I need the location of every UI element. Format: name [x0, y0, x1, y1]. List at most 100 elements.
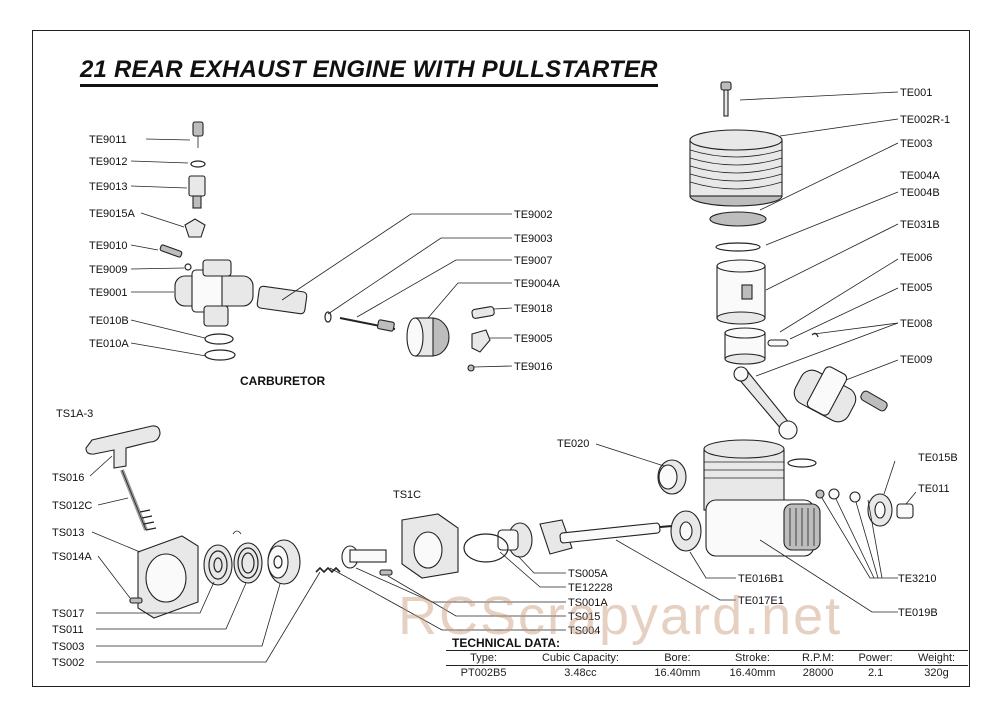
- label-ts011: TS011: [52, 624, 84, 636]
- label-ts014a: TS014A: [52, 551, 92, 563]
- cooling-head-shape: [689, 129, 783, 207]
- arm-pin-shape: [471, 306, 495, 319]
- starter-housing-shape: [137, 535, 199, 619]
- one-way-shaft-shape: [349, 549, 387, 563]
- label-ts003: TS003: [52, 641, 84, 653]
- label-te9018: TE9018: [514, 303, 553, 315]
- label-ts001a: TS001A: [568, 597, 608, 609]
- value-bore: 16.40mm: [639, 665, 715, 680]
- throttle-arm-shape: [471, 329, 491, 353]
- value-rpm: 28000: [790, 665, 847, 680]
- header-bore: Bore:: [639, 650, 715, 666]
- head-bolt-head-shape: [720, 81, 732, 91]
- needle-holder-shape: [188, 175, 206, 197]
- washer-shape-a: [828, 488, 840, 500]
- label-ts1a-3: TS1A-3: [56, 408, 93, 420]
- drive-washer-shape: [896, 503, 914, 519]
- rope-pulley-shape: [267, 539, 301, 585]
- engine-bottom-parts: [315, 439, 914, 579]
- header-power: Power:: [846, 650, 906, 666]
- label-te017e1: TE017E1: [738, 595, 784, 607]
- label-te003: TE003: [900, 138, 932, 150]
- starter-oring-shape: [463, 533, 509, 563]
- label-te9012: TE9012: [89, 156, 128, 168]
- label-te9010: TE9010: [89, 240, 128, 252]
- head-gasket-shape: [715, 242, 761, 252]
- housing-screw-shape: [129, 597, 143, 604]
- table-row: PT002B5 3.48cc 16.40mm 16.40mm 28000 2.1…: [446, 665, 968, 680]
- backplate-screw-shape: [379, 569, 393, 576]
- piston-shape: [724, 327, 766, 365]
- pull-handle-shape: [85, 425, 161, 469]
- label-te011: TE011: [918, 483, 950, 495]
- arm-screw-shape: [467, 364, 475, 372]
- label-te008: TE008: [900, 318, 932, 330]
- rope-spring-shape: [139, 509, 157, 531]
- label-ts002: TS002: [52, 657, 84, 669]
- carb-oring-b-shape: [204, 333, 234, 345]
- label-ts017: TS017: [52, 608, 84, 620]
- label-te005: TE005: [900, 282, 932, 294]
- page-border: [32, 30, 970, 687]
- small-washer-shape: [184, 263, 192, 271]
- crankshaft-shape: [539, 519, 673, 555]
- label-te016b1: TE016B1: [738, 573, 784, 585]
- label-te019b: TE019B: [898, 607, 938, 619]
- label-ts013: TS013: [52, 527, 84, 539]
- label-ts012c: TS012C: [52, 500, 92, 512]
- label-te020: TE020: [557, 438, 589, 450]
- label-te010b: TE010B: [89, 315, 129, 327]
- con-rod-big-end-shape: [778, 420, 798, 440]
- label-ts016: TS016: [52, 472, 84, 484]
- label-te9003: TE9003: [514, 233, 553, 245]
- washer-shape-b: [849, 491, 861, 503]
- watermark: RCScrapyard.net: [398, 586, 843, 646]
- label-te002r-1: TE002R-1: [900, 114, 950, 126]
- carb-gasket-shape: [787, 458, 817, 468]
- header-cubic-capacity: Cubic Capacity:: [521, 650, 640, 666]
- small-oring-shape: [190, 160, 206, 168]
- label-te010a: TE010A: [89, 338, 129, 350]
- label-ts004: TS004: [568, 625, 600, 637]
- label-te9002: TE9002: [514, 209, 553, 221]
- label-ts1c: TS1C: [393, 489, 421, 501]
- label-te9004a: TE9004A: [514, 278, 561, 290]
- label-te004a: TE004A: [900, 170, 940, 182]
- label-te001: TE001: [900, 87, 932, 99]
- backplate-shape: [401, 513, 459, 579]
- label-te031b: TE031B: [900, 219, 940, 231]
- carb-oring-a-shape: [204, 349, 236, 361]
- idle-screw-shape: [159, 244, 183, 258]
- spring-wire-shape: [232, 530, 242, 535]
- recoil-spring-shape: [203, 544, 233, 586]
- header-rpm: R.P.M:: [790, 650, 847, 666]
- label-te3210: TE3210: [898, 573, 937, 585]
- spring-cover-shape: [233, 542, 263, 584]
- label-te004b: TE004B: [900, 187, 940, 199]
- engine-top-parts: [689, 81, 888, 440]
- pin-spring-shape: [315, 566, 341, 574]
- label-te9013: TE9013: [89, 181, 128, 193]
- slide-needle-thread-shape: [376, 319, 395, 332]
- label-ts005a: TS005A: [568, 568, 608, 580]
- label-te9009: TE9009: [89, 264, 128, 276]
- assembled-carb-shape: [793, 366, 888, 423]
- label-te9015a: TE9015A: [89, 208, 136, 220]
- carburetor-leaders: [130, 138, 513, 368]
- crankcase-shape: [703, 439, 821, 557]
- label-carburetor: CARBURETOR: [240, 374, 325, 388]
- screw-shape-a: [815, 489, 825, 499]
- label-te9016: TE9016: [514, 361, 553, 373]
- pullstarter-leaders: [89, 455, 321, 663]
- carb-top-shape: [202, 259, 232, 277]
- label-te009: TE009: [900, 354, 932, 366]
- engine-bottom-leaders: [329, 443, 917, 631]
- pull-rope-outline-shape: [121, 469, 147, 531]
- table-header-row: Type: Cubic Capacity: Bore: Stroke: R.P.…: [446, 650, 968, 666]
- slide-oring-shape: [324, 311, 332, 323]
- needle-screw-shape: [192, 121, 204, 137]
- header-type: Type:: [446, 650, 522, 666]
- label-ts015: TS015: [568, 611, 600, 623]
